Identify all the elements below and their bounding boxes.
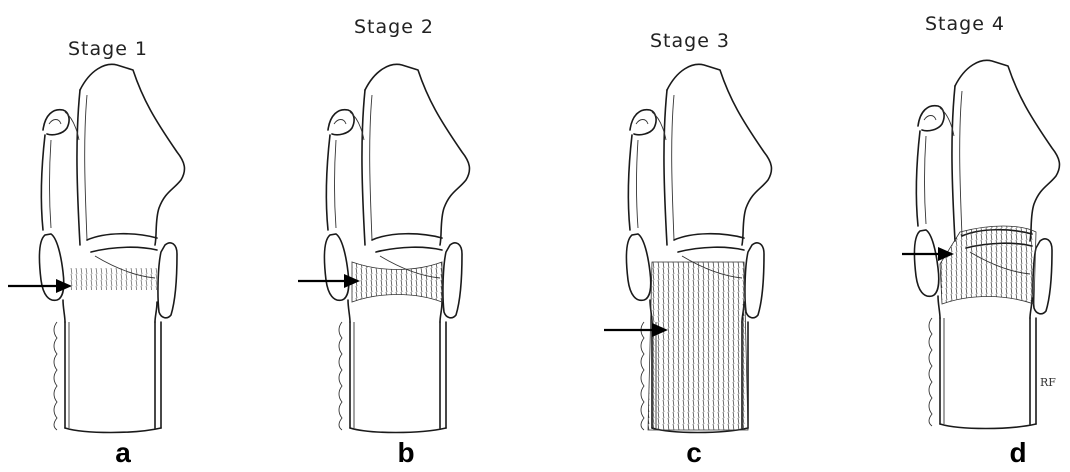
panel-letter: d bbox=[1009, 437, 1026, 468]
panel-c: Stage 3 c bbox=[604, 30, 771, 468]
larynx-drawing bbox=[39, 64, 184, 432]
panel-letter: c bbox=[686, 437, 702, 468]
panel-letter: a bbox=[115, 437, 131, 468]
stage-title: Stage 2 bbox=[354, 16, 434, 38]
larynx-drawing bbox=[626, 64, 771, 432]
panel-d: Stage 4 RF d bbox=[902, 13, 1059, 468]
panel-a: Stage 1 a bbox=[8, 38, 184, 468]
stage-title: Stage 4 bbox=[925, 13, 1005, 35]
larynx-drawing bbox=[914, 60, 1059, 428]
larynx-drawing bbox=[324, 64, 469, 432]
artist-signature: RF bbox=[1040, 376, 1056, 389]
panel-letter: b bbox=[397, 437, 414, 468]
stage-title: Stage 1 bbox=[68, 38, 148, 60]
stage-title: Stage 3 bbox=[650, 30, 730, 52]
panel-b: Stage 2 b bbox=[298, 16, 469, 468]
